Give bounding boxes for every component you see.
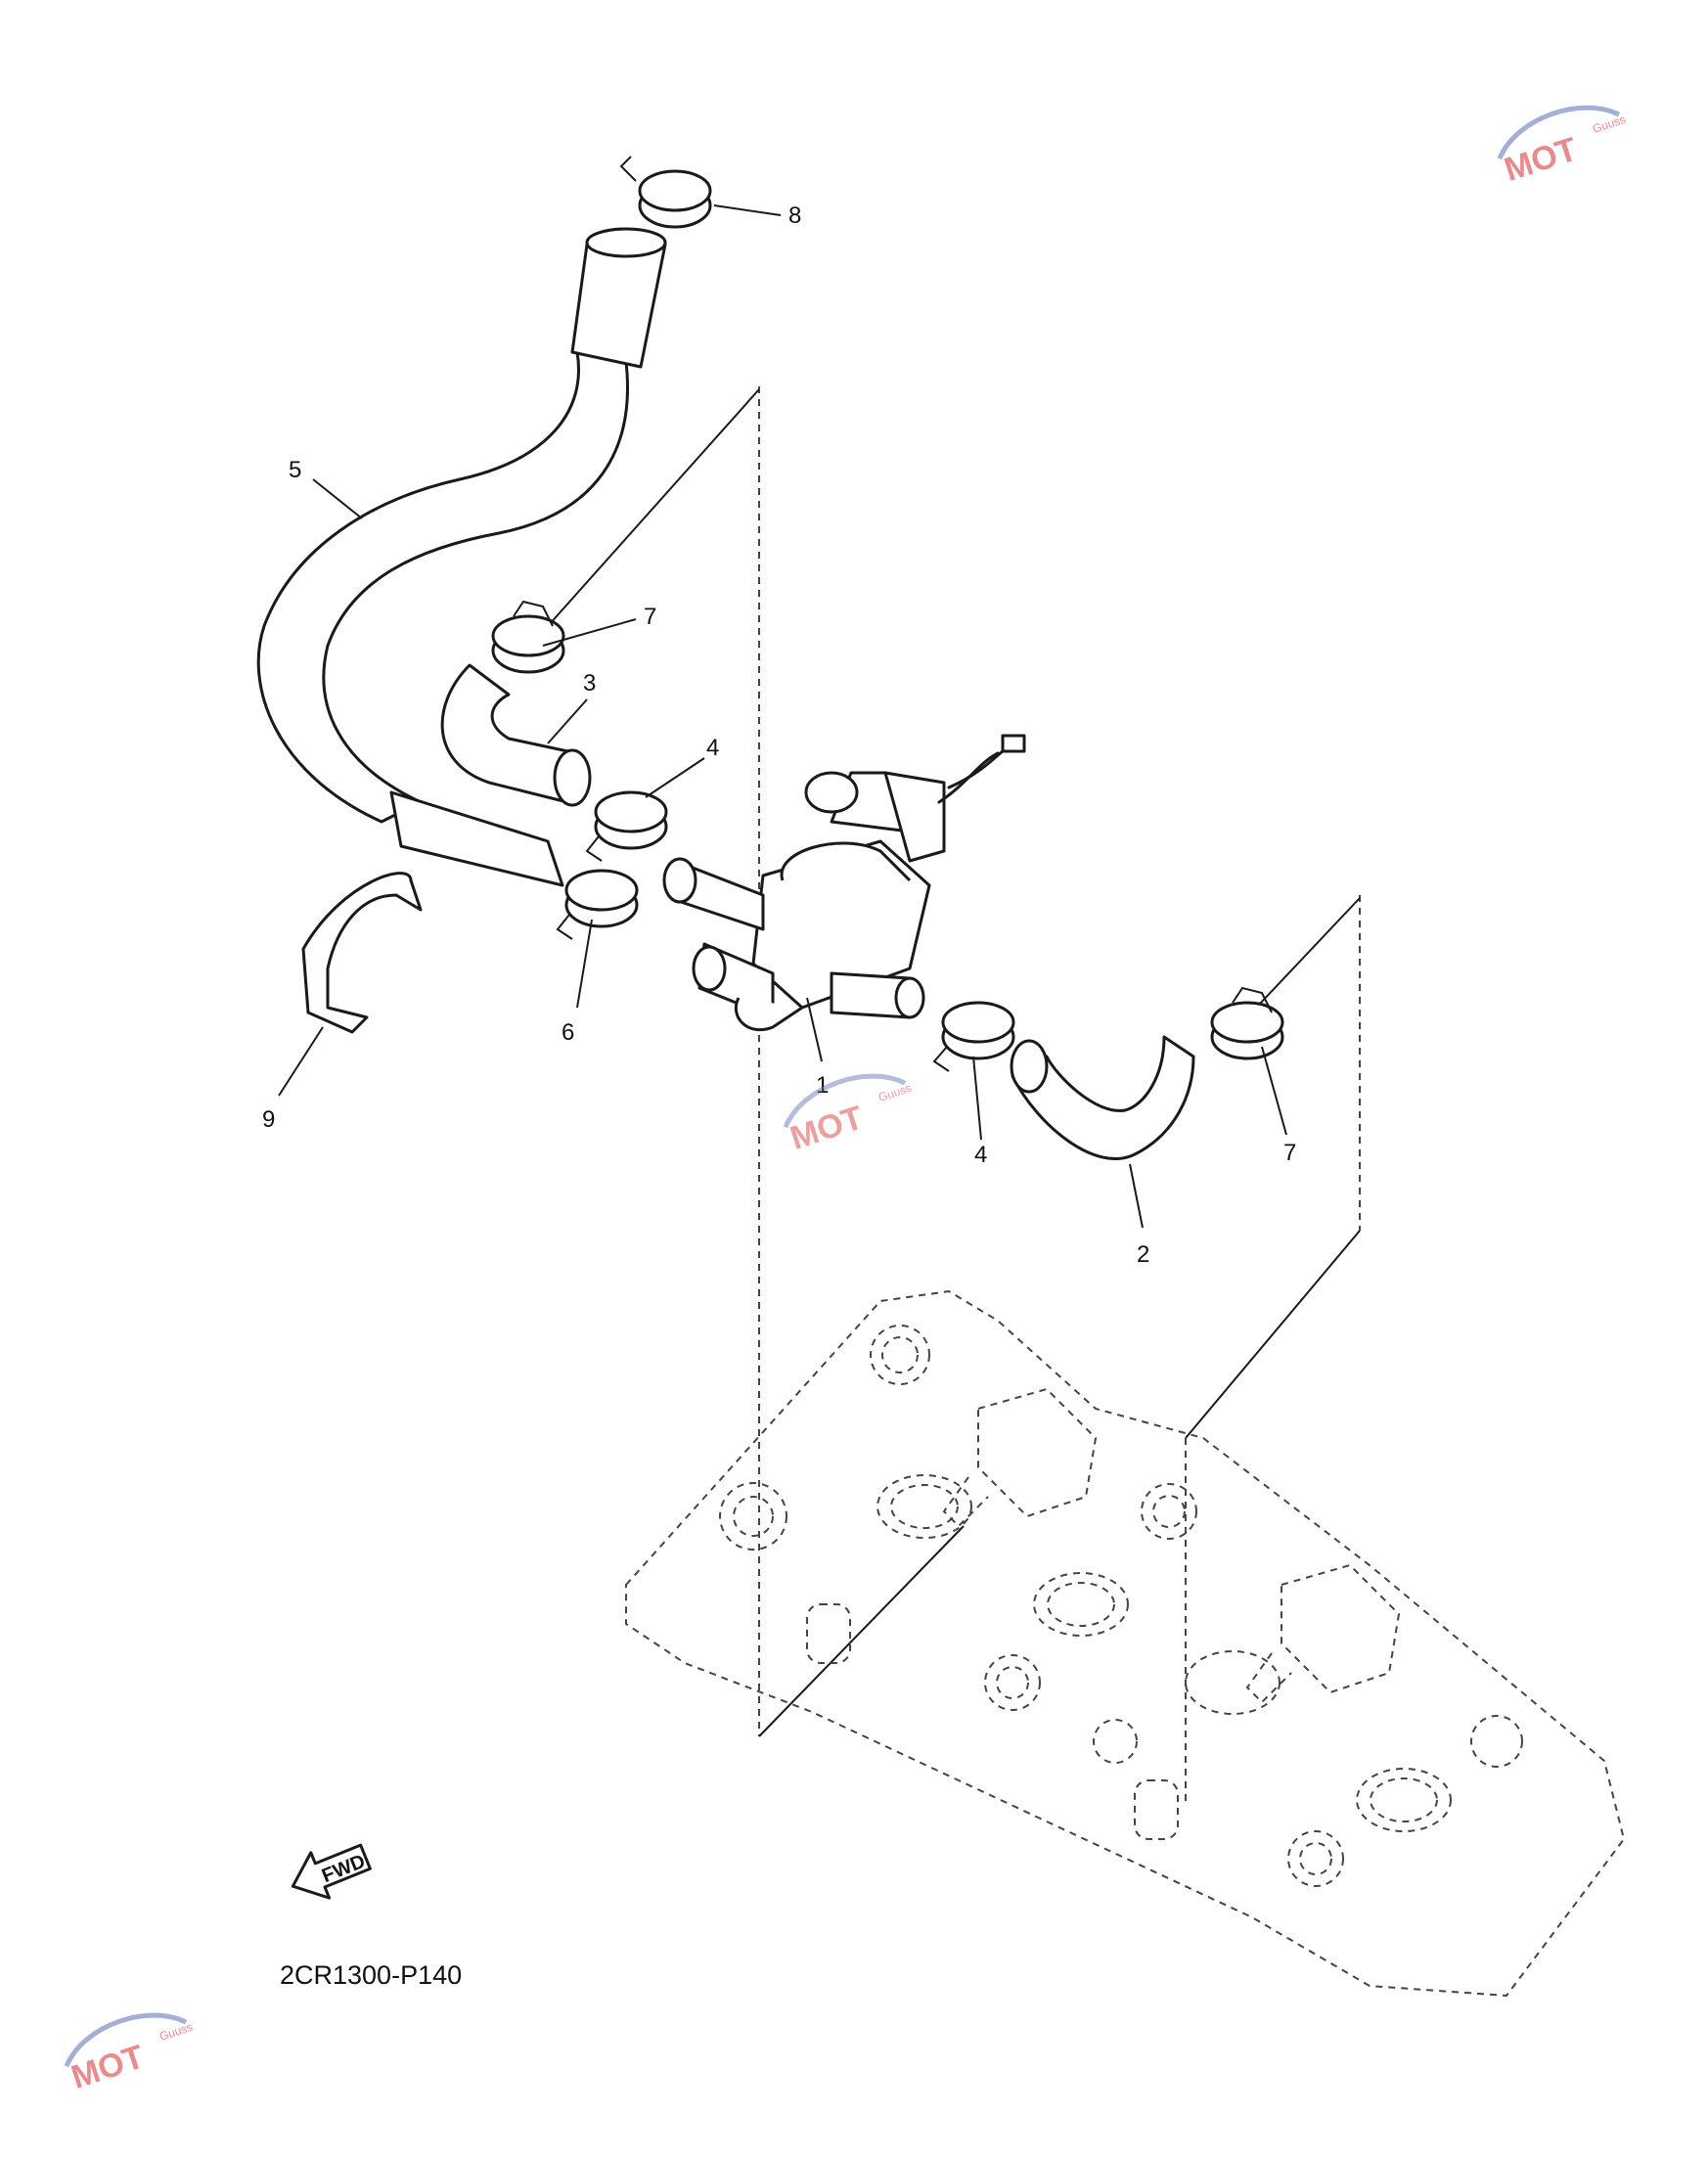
- callout-6: 6: [562, 1019, 574, 1046]
- callout-1: 1: [816, 1072, 829, 1099]
- watermark-bottom-left: MOT Guuss: [64, 2012, 195, 2096]
- air-cutoff-valve-1: [662, 734, 1026, 1032]
- callout-7-lower: 7: [1283, 1140, 1296, 1166]
- fwd-arrow: FWD: [291, 1843, 372, 1900]
- callout-9: 9: [262, 1106, 275, 1133]
- watermark-sub: Guuss: [1591, 112, 1627, 136]
- diagram-code: 2CR1300-P140: [280, 1960, 462, 1990]
- clamp-4-lower: [932, 1001, 1015, 1072]
- callout-3: 3: [583, 670, 596, 697]
- air-hose-5: [256, 227, 667, 887]
- leader-lines: [278, 204, 1287, 1229]
- cylinder-head: [625, 1289, 1626, 1998]
- callout-7-upper: 7: [644, 604, 656, 630]
- elbow-hose-2: [1010, 1035, 1195, 1160]
- watermark-top-right: MOT Guuss: [1497, 105, 1628, 189]
- callout-4-lower: 4: [974, 1142, 987, 1168]
- clamp-7-lower: [1210, 986, 1284, 1060]
- callout-4-upper: 4: [706, 735, 719, 761]
- callout-2: 2: [1137, 1241, 1149, 1268]
- clamp-8: [619, 156, 712, 229]
- reference-lines: [547, 386, 1361, 1805]
- bracket-9: [301, 872, 423, 1034]
- clamp-6: [556, 869, 639, 940]
- watermark-center: MOT Guuss: [783, 1073, 914, 1157]
- callout-5: 5: [289, 457, 301, 483]
- clamp-4-upper: [585, 790, 668, 862]
- watermark-sub: Guuss: [157, 2020, 194, 2044]
- elbow-hose-3: [440, 663, 592, 807]
- callout-8: 8: [788, 202, 801, 229]
- callout-labels: 8 5 7 3 4 6 9 1 4 2 7: [262, 202, 1296, 1268]
- clamp-7-upper: [491, 600, 565, 674]
- watermark-sub: Guuss: [876, 1081, 913, 1104]
